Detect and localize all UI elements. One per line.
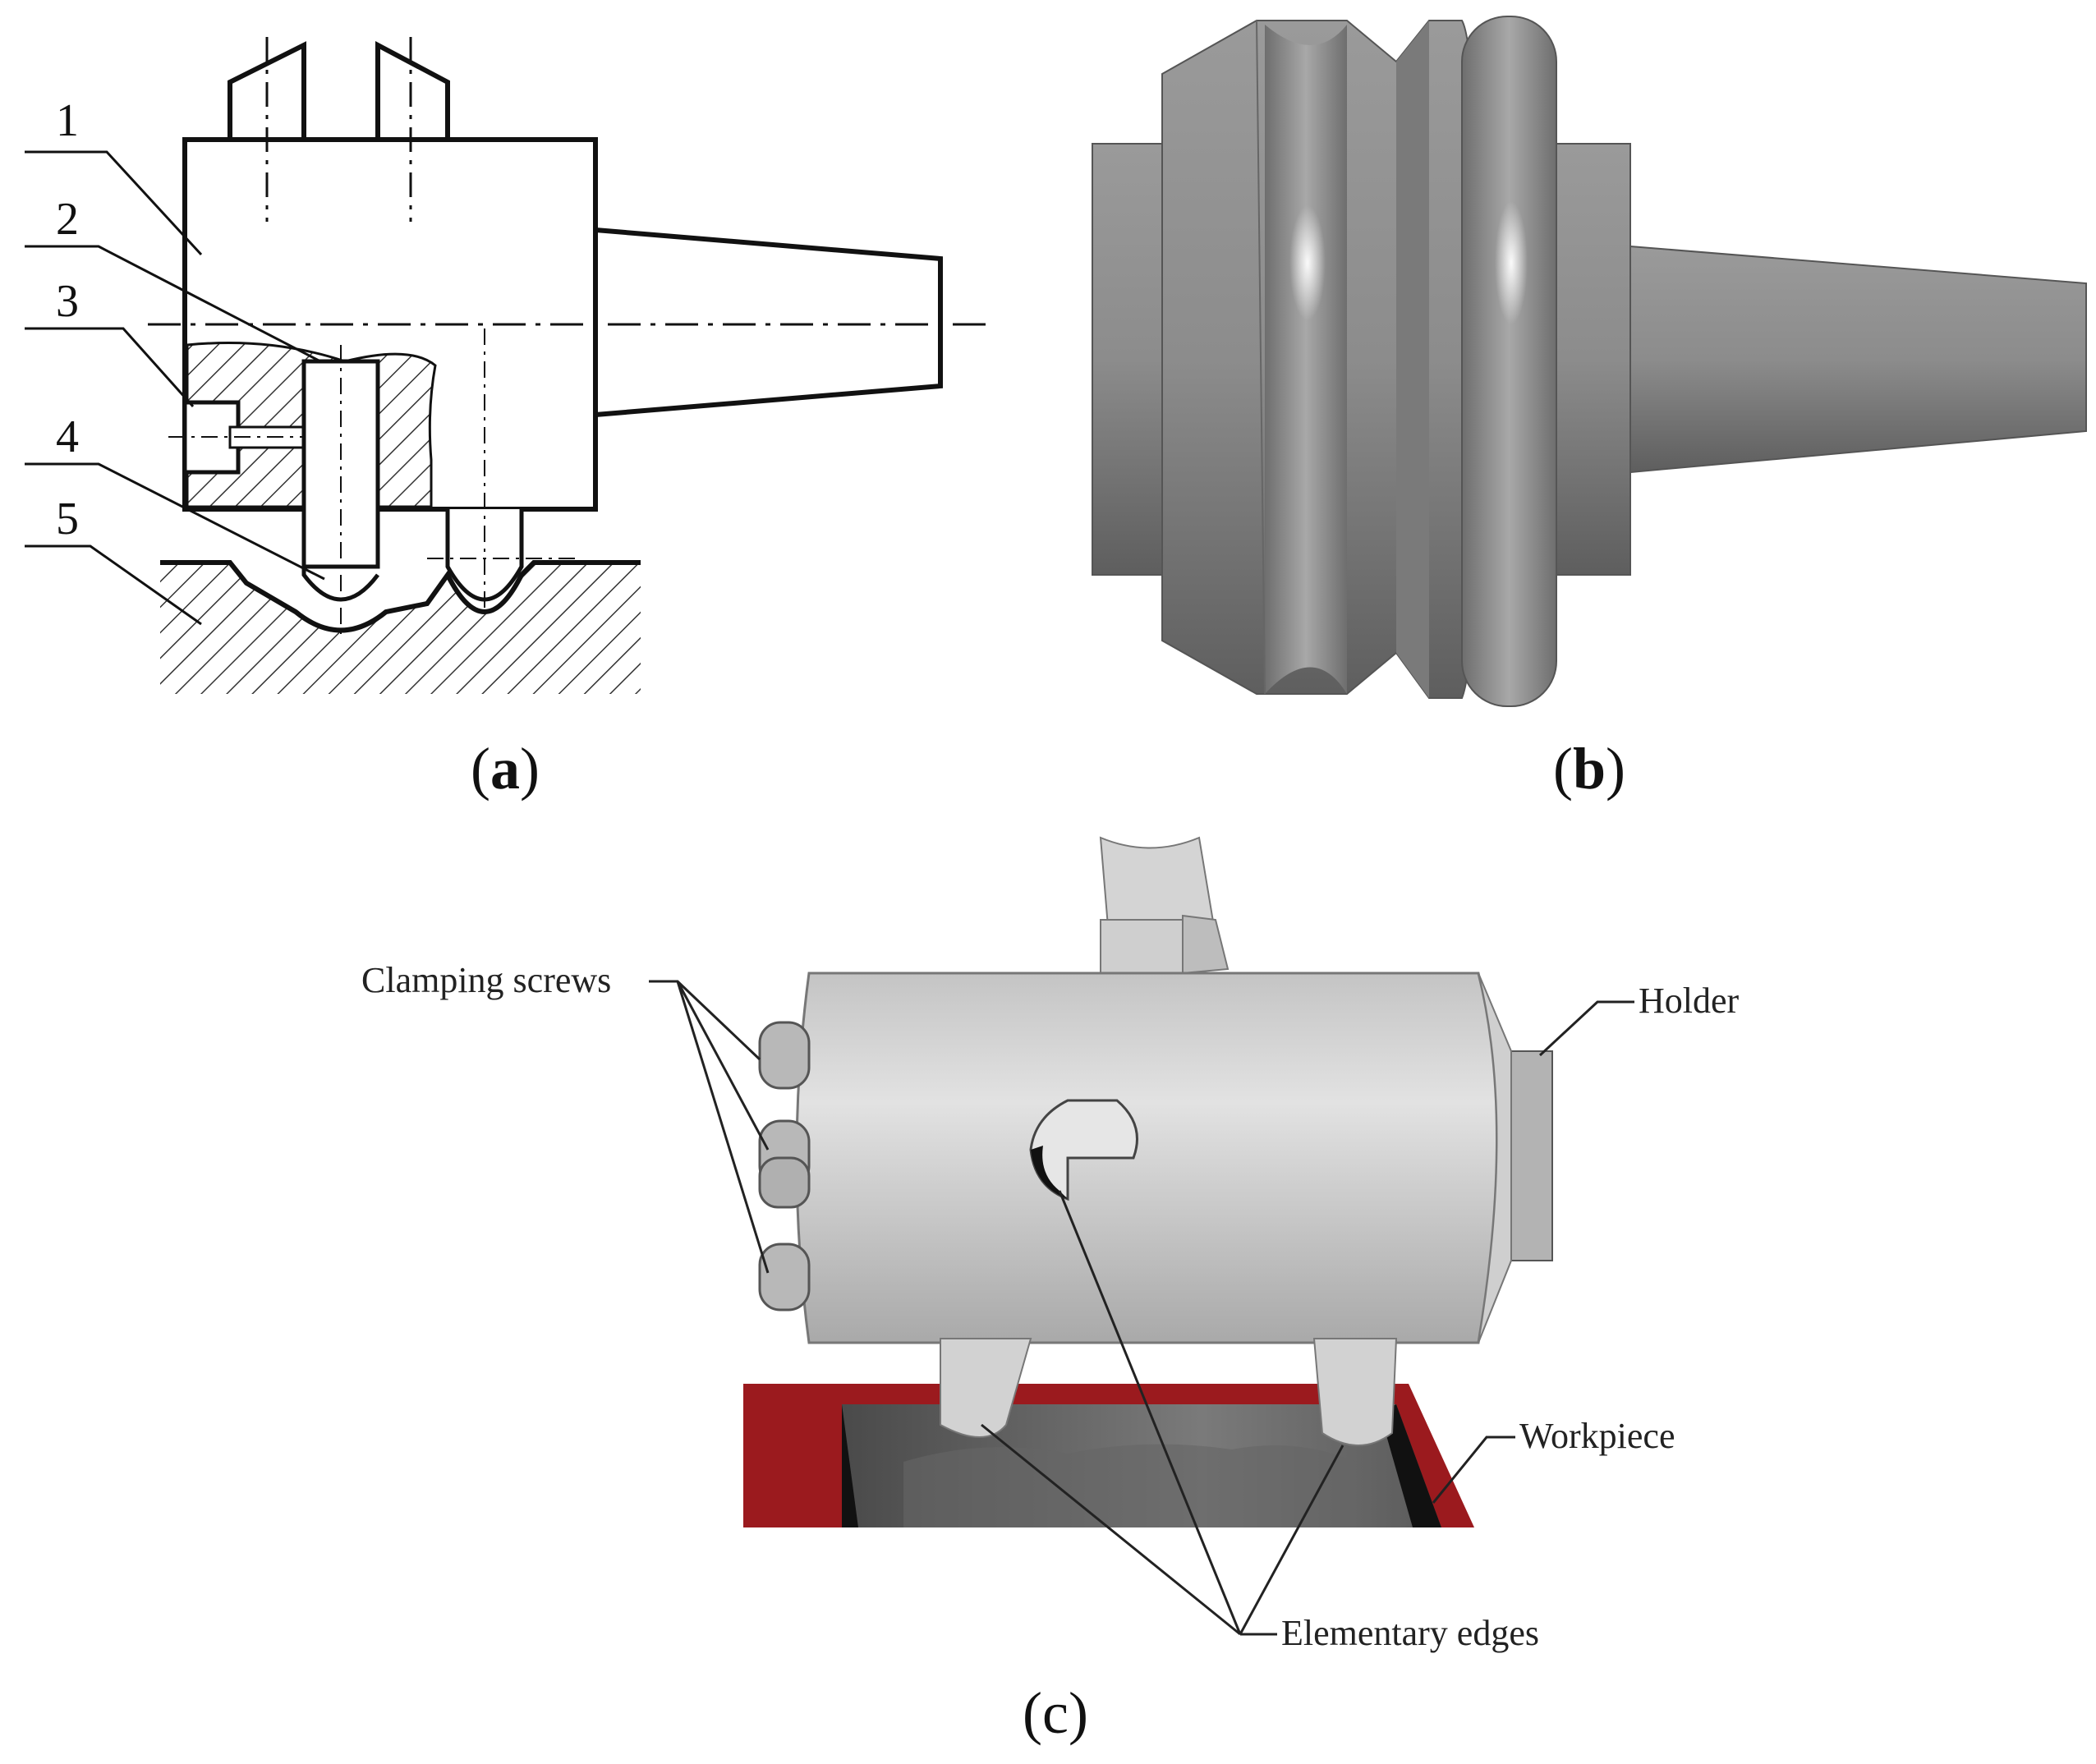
part-number-2: 2 (56, 194, 79, 245)
part-number-1: 1 (56, 95, 79, 146)
caption-a: (a) (471, 736, 540, 802)
taper (1629, 245, 2087, 474)
leader-3 (25, 327, 195, 408)
part-number-5: 5 (56, 494, 79, 544)
lower-edge-left (940, 1338, 1032, 1438)
panel-c-rendering (649, 836, 1634, 1636)
shank-left (228, 41, 306, 140)
leader-1 (25, 150, 203, 256)
panel-c: Clamping screws Holder Workpiece Element… (0, 813, 2096, 1764)
callout-elementary-edges: Elementary edges (1281, 1613, 1539, 1653)
lower-edge-right (1312, 1338, 1398, 1446)
leader-2 (25, 245, 321, 363)
right-hub (1551, 143, 1631, 576)
panel-a-drawing (25, 37, 990, 694)
leader-4 (25, 462, 325, 581)
shank-right (375, 41, 450, 140)
workpiece-section (160, 563, 641, 694)
part-number-4: 4 (56, 411, 79, 462)
top-shank (1099, 836, 1217, 937)
callout-holder: Holder (1639, 981, 1740, 1021)
panel-b-rendering (1092, 16, 2087, 707)
part-number-3: 3 (56, 276, 79, 327)
elementary-edge-2 (445, 509, 524, 602)
cylinder-body (795, 972, 1498, 1344)
groove-1 (1265, 25, 1347, 694)
callout-clamping-screws: Clamping screws (361, 960, 612, 1000)
caption-c: (c) (1023, 1680, 1088, 1746)
panel-b (1068, 0, 2096, 739)
leader-lines (649, 980, 1634, 1636)
caption-b: (b) (1552, 736, 1625, 802)
panel-a: 1 2 3 4 5 (0, 0, 1027, 739)
leader-5 (25, 544, 202, 626)
callout-workpiece: Workpiece (1519, 1416, 1675, 1456)
clamping-screws (758, 1021, 811, 1312)
rounded-ring (1461, 16, 1557, 707)
groove-2 (1396, 21, 1429, 698)
holder-stub (1510, 1050, 1553, 1261)
taper-shank (595, 227, 943, 417)
